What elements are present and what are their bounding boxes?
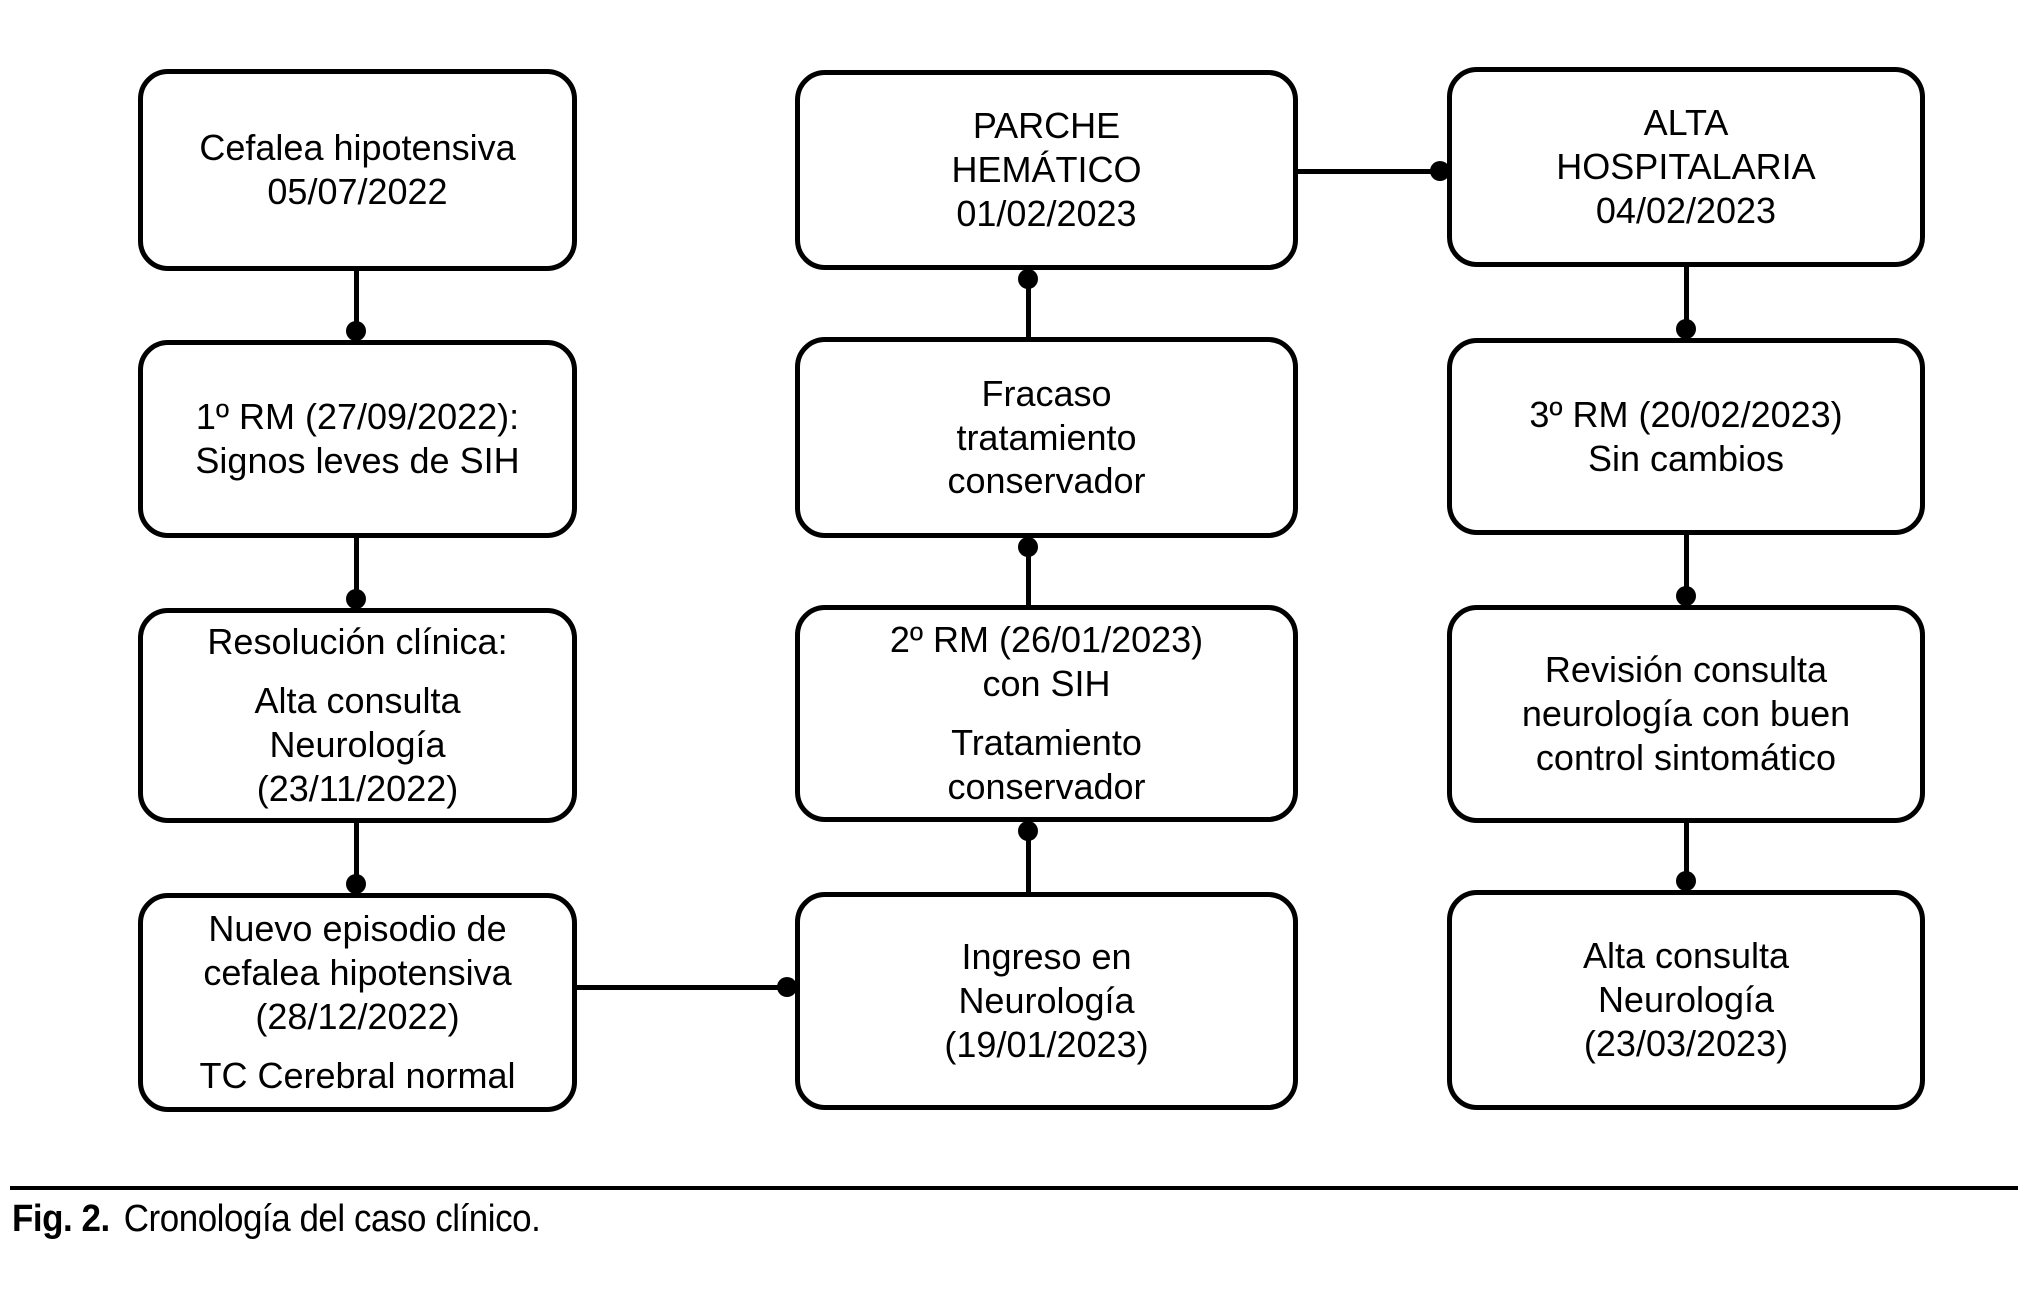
node-resolucion-clinica: Resolución clínica: Alta consulta Neurol… bbox=[138, 608, 577, 823]
connector-line bbox=[572, 985, 798, 990]
node-text: 3º RM (20/02/2023) Sin cambios bbox=[1529, 393, 1843, 479]
node-alta-consulta: Alta consulta Neurología (23/03/2023) bbox=[1447, 890, 1925, 1110]
node-text: Fracaso tratamiento conservador bbox=[947, 372, 1146, 502]
node-text: Ingreso en Neurología (19/01/2023) bbox=[944, 936, 1149, 1065]
node-nuevo-episodio: Nuevo episodio de cefalea hipotensiva (2… bbox=[138, 893, 577, 1112]
node-text: Tratamiento conservador bbox=[947, 722, 1146, 807]
junction-dot bbox=[1018, 269, 1038, 289]
figure-caption-label: Fig. 2. bbox=[12, 1198, 110, 1240]
node-text: 2º RM (26/01/2023) con SIH bbox=[889, 619, 1204, 705]
node-text: Revisión consulta neurología con buen co… bbox=[1521, 649, 1851, 778]
junction-dot bbox=[777, 977, 797, 997]
junction-dot bbox=[1676, 586, 1696, 606]
node-ingreso-neurologia: Ingreso en Neurología (19/01/2023) bbox=[795, 892, 1298, 1110]
junction-dot bbox=[1430, 161, 1450, 181]
connector-line bbox=[1684, 823, 1689, 890]
node-text: Nuevo episodio de cefalea hipotensiva (2… bbox=[203, 908, 512, 1037]
junction-dot bbox=[1018, 821, 1038, 841]
node-text: ALTA HOSPITALARIA 04/02/2023 bbox=[1556, 102, 1816, 231]
connector-line bbox=[354, 538, 359, 608]
connector-line bbox=[1026, 270, 1031, 337]
junction-dot bbox=[346, 589, 366, 609]
connector-line bbox=[1684, 535, 1689, 605]
node-cefalea-hipotensiva: Cefalea hipotensiva 05/07/2022 bbox=[138, 69, 577, 271]
junction-dot bbox=[346, 874, 366, 894]
node-revision-consulta: Revisión consulta neurología con buen co… bbox=[1447, 605, 1925, 823]
node-text: Alta consulta Neurología (23/11/2022) bbox=[254, 680, 461, 809]
node-text: PARCHE HEMÁTICO 01/02/2023 bbox=[951, 105, 1142, 234]
node-text: Alta consulta Neurología (23/03/2023) bbox=[1582, 935, 1790, 1064]
node-text: 1º RM (27/09/2022): Signos leves de SIH bbox=[195, 396, 520, 481]
node-text: TC Cerebral normal bbox=[199, 1054, 516, 1096]
junction-dot bbox=[1676, 871, 1696, 891]
node-segunda-rm: 2º RM (26/01/2023) con SIH Tratamiento c… bbox=[795, 605, 1298, 822]
node-fracaso-tratamiento: Fracaso tratamiento conservador bbox=[795, 337, 1298, 538]
node-text: Resolución clínica: bbox=[207, 621, 508, 663]
junction-dot bbox=[1676, 319, 1696, 339]
connector-line bbox=[1684, 267, 1689, 338]
connector-line bbox=[1293, 169, 1450, 174]
node-parche-hematico: PARCHE HEMÁTICO 01/02/2023 bbox=[795, 70, 1298, 270]
junction-dot bbox=[346, 321, 366, 341]
node-primera-rm: 1º RM (27/09/2022): Signos leves de SIH bbox=[138, 340, 577, 538]
node-tercera-rm: 3º RM (20/02/2023) Sin cambios bbox=[1447, 338, 1925, 535]
connector-line bbox=[354, 823, 359, 893]
figure-caption: Fig. 2. Cronología del caso clínico. bbox=[12, 1198, 541, 1241]
figure-caption-text: Cronología del caso clínico. bbox=[123, 1198, 541, 1240]
connector-line bbox=[1026, 822, 1031, 892]
caption-divider bbox=[10, 1186, 2018, 1190]
node-text: Cefalea hipotensiva 05/07/2022 bbox=[199, 127, 516, 212]
connector-line bbox=[354, 271, 359, 340]
node-alta-hospitalaria: ALTA HOSPITALARIA 04/02/2023 bbox=[1447, 67, 1925, 267]
connector-line bbox=[1026, 538, 1031, 605]
junction-dot bbox=[1018, 537, 1038, 557]
